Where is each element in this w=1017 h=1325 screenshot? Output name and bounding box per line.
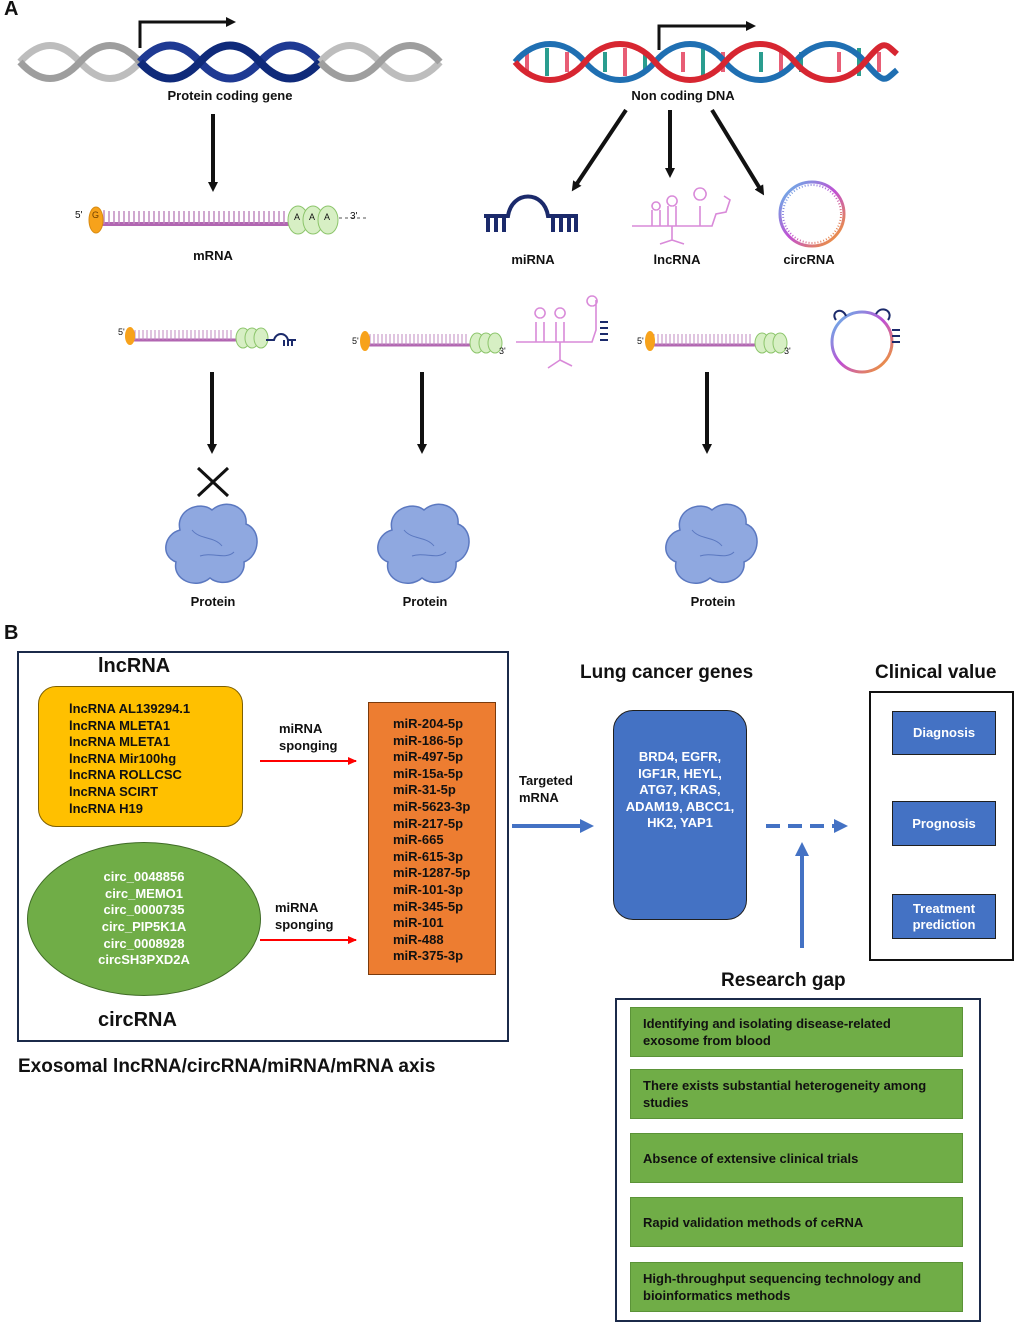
mirna-box: miR-204-5p miR-186-5p miR-497-5p miR-15a…: [368, 702, 496, 975]
protein-coding-dna-helix: [17, 17, 443, 83]
mirna-item: miR-665: [393, 832, 444, 848]
mirna-item: miR-15a-5p: [393, 765, 464, 781]
prognosis-item: Prognosis: [892, 801, 996, 846]
three-prime-label-b3: 3': [784, 346, 791, 356]
axis-caption: Exosomal lncRNA/circRNA/miRNA/mRNA axis: [18, 1056, 436, 1077]
mirna-item: miR-31-5p: [393, 782, 456, 798]
clinical-value-heading: Clinical value: [875, 662, 997, 683]
protein-label-1: Protein: [190, 594, 236, 609]
panel-b-arrows: [260, 757, 848, 948]
lncrna-item: lncRNA H19: [69, 800, 143, 816]
targeted-mrna-label: Targeted mRNA: [519, 773, 573, 805]
mirna-item: miR-101-3p: [393, 881, 464, 897]
three-prime-label: 3': [350, 211, 358, 222]
cap-label: G: [92, 210, 100, 220]
circrna-item: circSH3PXD2A: [98, 952, 190, 968]
lung-cancer-genes-text: BRD4, EGFR, IGF1R, HEYL, ATG7, KRAS, ADA…: [625, 749, 735, 830]
protein-label-2: Protein: [402, 594, 448, 609]
lncrna-item: lncRNA SCIRT: [69, 783, 159, 799]
panel-a-arrows: [207, 108, 765, 454]
mirna-item: miR-204-5p: [393, 716, 464, 731]
mirna-item: miR-345-5p: [393, 898, 464, 914]
five-prime-label: 5': [75, 210, 83, 221]
circrna-item: circ_0008928: [103, 935, 185, 951]
lncrna-item: lncRNA MLETA1: [69, 717, 171, 733]
circrna-heading: circRNA: [98, 1009, 177, 1031]
non-coding-dna-helix: [512, 21, 899, 83]
mirna-item: miR-375-3p: [393, 948, 464, 964]
circrna-item: circ_MEMO1: [104, 885, 184, 901]
mrna-mirna-complex: [125, 327, 296, 349]
protein-label-3: Protein: [690, 594, 736, 609]
protein-blob-3: [665, 503, 758, 584]
diagnosis-item: Diagnosis: [892, 711, 996, 755]
mrna-lncrna-complex: [360, 295, 608, 369]
five-prime-label-b2: 5': [352, 336, 359, 346]
circrna-shape: [778, 180, 846, 248]
mirna-shape: [484, 194, 578, 232]
research-gap-item: Identifying and isolating disease-relate…: [630, 1007, 963, 1057]
five-prime-label-b1: 5': [118, 327, 125, 337]
mirna-list: miR-204-5p miR-186-5p miR-497-5p miR-15a…: [393, 716, 495, 965]
circrna-box: circ_0048856 circ_MEMO1 circ_0000735 cir…: [27, 842, 261, 996]
lncrna-item: lncRNA AL139294.1: [69, 701, 191, 716]
protein-coding-gene-label: Protein coding gene: [167, 88, 293, 103]
lung-cancer-heading: Lung cancer genes: [580, 662, 754, 683]
lncrna-box: lncRNA AL139294.1 lncRNA MLETA1 lncRNA M…: [38, 686, 243, 827]
mirna-item: miR-217-5p: [393, 815, 464, 831]
research-gap-item: High-throughput sequencing technology an…: [630, 1262, 963, 1312]
mirna-label: miRNA: [511, 252, 555, 267]
lncrna-item: lncRNA Mir100hg: [69, 750, 177, 766]
mirna-sponging-label-1: miRNA sponging: [279, 721, 338, 753]
lncrna-list: lncRNA AL139294.1 lncRNA MLETA1 lncRNA M…: [69, 701, 242, 817]
ceRNA-axis-frame: [17, 651, 509, 1042]
research-gap-item: Absence of extensive clinical trials: [630, 1133, 963, 1183]
panel-b-label: B: [4, 622, 19, 644]
lncrna-item: lncRNA ROLLCSC: [69, 767, 182, 783]
three-prime-label-b2: 3': [499, 346, 506, 356]
five-prime-label-b3: 5': [637, 336, 644, 346]
mirna-sponging-label-2: miRNA sponging: [275, 900, 334, 932]
circrna-item: circ_PIP5K1A: [101, 919, 187, 934]
mirna-item: miR-186-5p: [393, 732, 464, 748]
mirna-item: miR-5623-3p: [393, 798, 471, 814]
mrna-label: mRNA: [193, 248, 233, 263]
lncrna-heading: lncRNA: [98, 655, 171, 677]
mirna-item: miR-615-3p: [393, 848, 464, 864]
research-gap-frame: [615, 998, 981, 1322]
lncrna-label: lncRNA: [653, 252, 701, 267]
panel-a-label: A: [4, 0, 19, 20]
non-coding-dna-label: Non coding DNA: [631, 88, 735, 103]
treatment-prediction-item: Treatment prediction: [892, 894, 996, 939]
research-gap-heading: Research gap: [721, 970, 846, 991]
circrna-label: circRNA: [783, 252, 835, 267]
lncrna-item: lncRNA MLETA1: [69, 734, 171, 750]
research-gap-item: Rapid validation methods of ceRNA: [630, 1197, 963, 1247]
mirna-item: miR-1287-5p: [393, 865, 471, 881]
circrna-list: circ_0048856 circ_MEMO1 circ_0000735 cir…: [98, 869, 190, 969]
poly-a-label-1: A: [294, 212, 301, 222]
poly-a-label-2: A: [309, 212, 316, 222]
lncrna-shape: [632, 187, 731, 245]
mirna-item: miR-488: [393, 931, 444, 947]
mirna-item: miR-497-5p: [393, 749, 464, 765]
mirna-item: miR-101: [393, 915, 444, 931]
blocked-translation-x: [196, 466, 230, 498]
circrna-item: circ_0048856: [103, 869, 185, 885]
research-gap-item: There exists substantial heterogeneity a…: [630, 1069, 963, 1119]
protein-blob-2: [377, 503, 470, 584]
circrna-item: circ_0000735: [103, 902, 185, 918]
protein-blob-1: [165, 503, 258, 584]
clinical-value-frame: [869, 691, 1014, 961]
mrna-circrna-complex: [645, 308, 900, 374]
lung-cancer-genes-box: BRD4, EGFR, IGF1R, HEYL, ATG7, KRAS, ADA…: [613, 710, 747, 920]
poly-a-label-3: A: [324, 212, 331, 222]
mrna-molecule: [88, 205, 366, 235]
